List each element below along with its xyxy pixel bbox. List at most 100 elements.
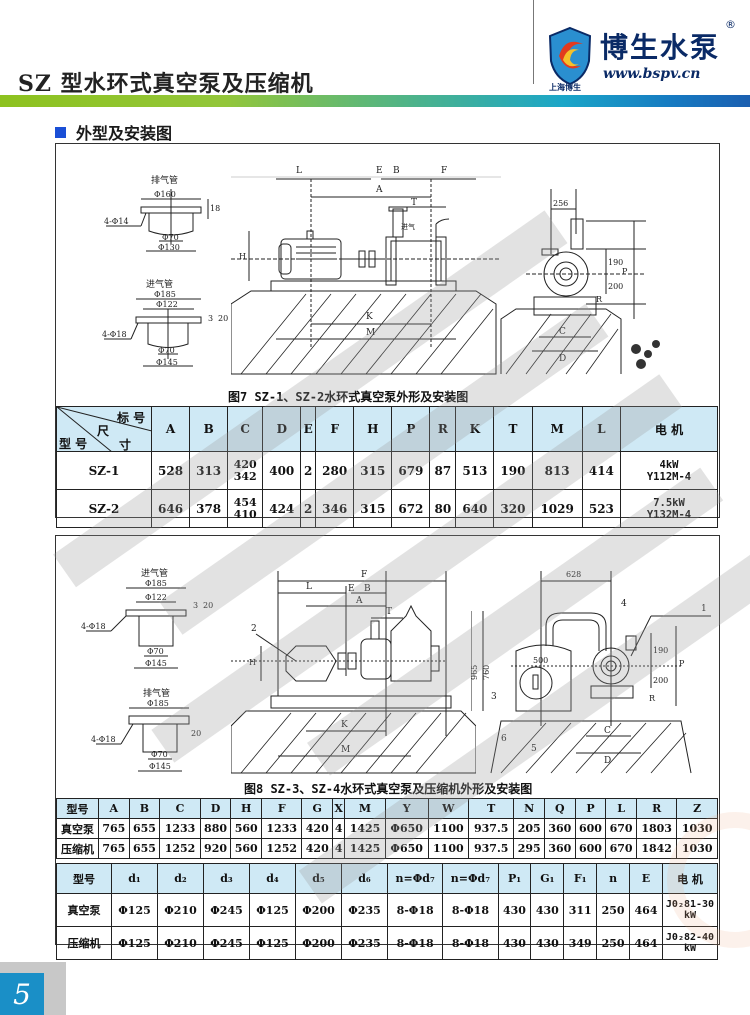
- svg-text:F: F: [361, 570, 367, 580]
- value-cell: 1100: [427, 818, 470, 839]
- column-header: Z: [676, 798, 718, 819]
- value-cell: 640: [455, 489, 495, 528]
- value-cell: 1100: [427, 838, 470, 859]
- value-cell: 400: [262, 451, 302, 490]
- column-header: H: [353, 406, 393, 452]
- svg-text:Φ145: Φ145: [145, 659, 167, 668]
- svg-text:H: H: [239, 252, 246, 261]
- svg-text:Φ185: Φ185: [154, 290, 176, 299]
- figure7-caption: 图7 SZ-1、SZ-2水环式真空泵外形及安装图: [228, 390, 469, 404]
- column-header: E: [629, 863, 663, 894]
- column-header: F: [260, 798, 303, 819]
- svg-text:排气管: 排气管: [151, 174, 178, 186]
- svg-text:Φ185: Φ185: [145, 579, 167, 588]
- value-cell: Φ245: [203, 893, 250, 927]
- column-header: Q: [544, 798, 576, 819]
- value-cell: 315: [353, 451, 393, 490]
- column-header: B: [189, 406, 229, 452]
- figure7-side-view-drawing: L E B F A T 进气 H: [231, 166, 501, 375]
- value-cell: 205: [513, 818, 546, 839]
- value-cell: 655: [128, 838, 161, 859]
- value-cell: 378: [189, 489, 229, 528]
- svg-text:T: T: [386, 607, 392, 617]
- value-cell: 4: [332, 818, 346, 839]
- figure7-end-view-drawing: 256 190 200 R P C D: [500, 189, 660, 375]
- column-header: D: [262, 406, 302, 452]
- model-cell: SZ-2: [56, 489, 152, 528]
- value-cell: 315: [353, 489, 393, 528]
- column-header: L: [581, 406, 622, 452]
- value-cell: 1233: [159, 818, 201, 839]
- value-cell: 937.5: [468, 818, 515, 839]
- svg-text:3: 3: [491, 692, 497, 702]
- svg-text:4-Φ18: 4-Φ18: [91, 735, 116, 744]
- svg-text:H: H: [249, 658, 256, 667]
- value-cell: 560: [230, 838, 262, 859]
- svg-text:190: 190: [653, 646, 668, 655]
- svg-text:20: 20: [191, 729, 201, 738]
- column-header: R: [429, 406, 457, 452]
- svg-text:L: L: [306, 582, 312, 592]
- table-row: 压缩机 765 655 1252 920 560 1252 420 4 1425…: [56, 838, 718, 859]
- column-header: d₄: [249, 863, 296, 894]
- value-cell: 513: [455, 451, 495, 490]
- svg-text:B: B: [364, 584, 371, 594]
- value-cell: Φ200: [295, 893, 342, 927]
- corner-label-code: 标 号: [117, 411, 146, 425]
- column-header: G: [301, 798, 334, 819]
- column-header: 型号: [56, 798, 99, 819]
- value-cell: 250: [596, 926, 630, 960]
- value-cell: 765: [98, 838, 130, 859]
- column-header: R: [635, 798, 678, 819]
- value-cell: 87: [429, 451, 457, 490]
- svg-text:M: M: [341, 745, 350, 755]
- brand-logo: 博生水泵 ® www.bspv.cn 上海博生: [545, 18, 745, 92]
- column-header: P: [391, 406, 431, 452]
- value-cell: 1842: [635, 838, 678, 859]
- svg-text:200: 200: [608, 282, 623, 291]
- svg-text:C: C: [604, 726, 611, 736]
- value-cell: 430: [530, 893, 565, 927]
- svg-text:4-Φ18: 4-Φ18: [102, 330, 127, 339]
- column-header: Y: [384, 798, 429, 819]
- figure8-dimension-table-b: 型号 d₁ d₂ d₃ d₄ d₅ d₆ n=Φd₇ n=Φd₇ P₁ G₁ F…: [56, 863, 718, 960]
- value-cell: 8-Φ18: [386, 926, 444, 960]
- svg-text:1: 1: [701, 604, 707, 614]
- column-header: F₁: [563, 863, 598, 894]
- blue-square-bullet-icon: [55, 126, 66, 138]
- value-cell: 1425: [344, 818, 386, 839]
- svg-text:A: A: [355, 596, 363, 606]
- svg-text:200: 200: [653, 676, 668, 685]
- registered-mark: ®: [725, 18, 736, 31]
- svg-text:R: R: [649, 694, 656, 703]
- brand-name: 博生水泵: [600, 31, 721, 64]
- svg-text:E: E: [348, 584, 355, 594]
- value-cell: 2: [300, 489, 317, 528]
- column-header: F: [315, 406, 355, 452]
- svg-text:190: 190: [608, 258, 623, 267]
- value-cell: 920: [199, 838, 232, 859]
- figure8-end-view-drawing: 965 760 628 4 1 500 3 6 5 190 200 R P: [471, 570, 711, 774]
- svg-text:Φ122: Φ122: [145, 593, 167, 602]
- corner-label-dim1: 尺: [97, 424, 110, 438]
- column-header: L: [605, 798, 637, 819]
- svg-text:P: P: [679, 659, 685, 668]
- section-heading-text: 外型及安装图: [76, 124, 173, 143]
- svg-text:Φ160: Φ160: [154, 190, 176, 199]
- value-cell: 190: [493, 451, 533, 490]
- column-header: A: [150, 406, 191, 452]
- svg-text:E: E: [376, 166, 383, 176]
- value-cell: 1029: [531, 489, 583, 528]
- column-header-motor: 电 机: [662, 863, 718, 894]
- column-header: W: [427, 798, 470, 819]
- table-header-row: 标 号 尺 型 号 寸 A B C D E F H P R K T M L 电 …: [56, 406, 718, 452]
- value-cell: 349: [563, 926, 598, 960]
- column-header: d₂: [157, 863, 204, 894]
- column-header: C: [159, 798, 201, 819]
- value-cell: 1425: [344, 838, 386, 859]
- model-cell: 真空泵: [56, 893, 112, 927]
- value-cell: 646: [150, 489, 191, 528]
- value-cell: 420: [301, 818, 334, 839]
- motor-power: 7.5kW: [653, 496, 685, 509]
